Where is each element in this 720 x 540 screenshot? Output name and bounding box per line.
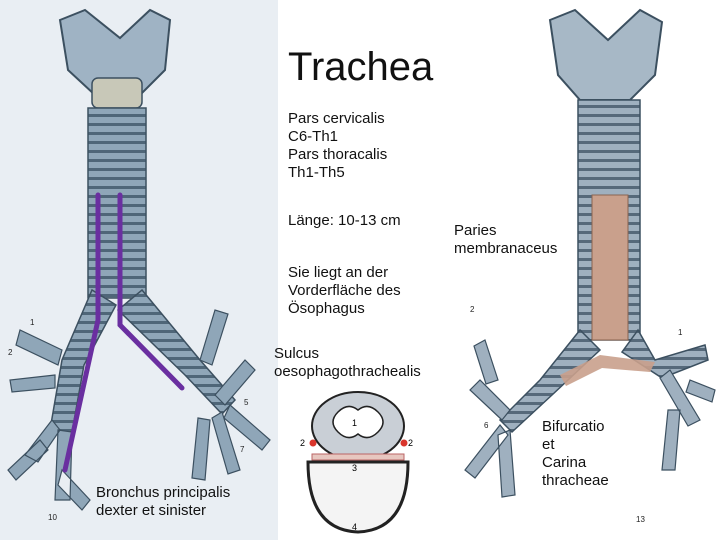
trachea-parts-description: Pars cervicalis C6-Th1 Pars thoracalis T… <box>288 110 387 182</box>
bronchus-line: Bronchus principalis <box>96 484 231 501</box>
paries-line: Paries <box>454 222 497 239</box>
cs-label-4: 4 <box>352 522 357 532</box>
length-label: Länge: 10-13 cm <box>288 212 401 229</box>
position-line: Vorderfläche des <box>288 282 401 299</box>
cs-label-3: 3 <box>352 463 357 473</box>
svg-text:1: 1 <box>30 318 35 327</box>
paries-line: membranaceus <box>454 240 558 257</box>
bifurcatio-line: Bifurcatio <box>542 418 605 435</box>
sulcus-label: Sulcus oesophagothrachealis <box>274 345 421 381</box>
description-line: C6-Th1 <box>288 128 339 145</box>
marker-dot-right <box>400 439 408 447</box>
trachea-posterior-view-illustration: 1 2 6 13 <box>440 0 720 540</box>
sulcus-line: oesophagothrachealis <box>274 363 421 380</box>
bronchus-principalis-label: Bronchus principalis dexter et sinister <box>96 484 230 520</box>
trachea-cross-section-diagram: 1 2 2 3 4 <box>298 388 418 536</box>
bifurcatio-line: thracheae <box>542 472 609 489</box>
bronchus-line: dexter et sinister <box>96 502 207 519</box>
cs-label-1: 1 <box>352 418 357 428</box>
position-description: Sie liegt an der Vorderfläche des Ösopha… <box>288 264 401 318</box>
pointer-line-bronchus-dexter <box>62 192 101 473</box>
trachea-front-view-illustration: 1 2 5 7 10 <box>0 0 278 540</box>
pointer-line-bronchus-sinister <box>117 192 185 391</box>
svg-text:10: 10 <box>48 513 57 522</box>
cs-label-2-left: 2 <box>300 438 305 448</box>
cs-label-2-right: 2 <box>408 438 413 448</box>
position-line: Ösophagus <box>288 300 365 317</box>
description-line: Pars thoracalis <box>288 146 388 163</box>
svg-text:2: 2 <box>470 305 475 314</box>
svg-text:7: 7 <box>240 445 245 454</box>
svg-text:13: 13 <box>636 515 645 524</box>
sulcus-line: Sulcus <box>274 345 320 362</box>
svg-text:1: 1 <box>678 328 683 337</box>
marker-dot-left <box>309 439 317 447</box>
page-title: Trachea <box>288 45 434 89</box>
paries-membranaceus-label: Paries membranaceus <box>452 222 560 258</box>
svg-text:6: 6 <box>484 421 489 430</box>
bifurcatio-carina-label: Bifurcatio et Carina thracheae <box>542 418 609 490</box>
svg-text:2: 2 <box>8 348 13 357</box>
bifurcatio-line: et <box>542 436 555 453</box>
description-line: Pars cervicalis <box>288 110 385 127</box>
bifurcatio-line: Carina <box>542 454 587 471</box>
position-line: Sie liegt an der <box>288 264 389 281</box>
description-line: Th1-Th5 <box>288 164 345 181</box>
svg-text:5: 5 <box>244 398 249 407</box>
